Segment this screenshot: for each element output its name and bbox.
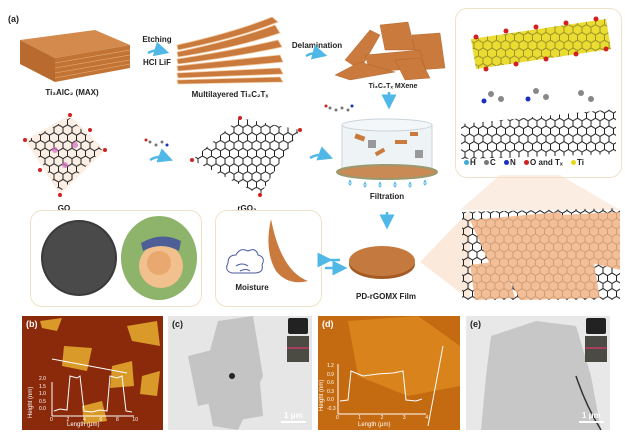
go-label: GO	[57, 204, 71, 213]
legend-dot-o	[524, 160, 530, 166]
panel-d-ylabel: Height (nm)	[319, 379, 325, 411]
xtick: 1	[358, 415, 362, 421]
panel-e-tem-image: (e) 1 μm	[466, 316, 610, 430]
moisture-label: Moisture	[235, 283, 269, 292]
legend-h: H	[470, 158, 476, 167]
mxene-label: Ti₃C₂Tₓ MXene	[368, 83, 418, 90]
panel-d-xlabel: Length (μm)	[358, 422, 391, 428]
panel-c-tem-image: (c) 1 μm	[168, 316, 312, 430]
ytick: 0.5	[39, 398, 46, 405]
etching-label: Etching	[142, 35, 172, 44]
ytick: 1.0	[39, 391, 46, 397]
ytick: 0.0	[39, 406, 46, 412]
ytick: 0.0	[327, 397, 334, 403]
panel-b-xticks: 0 2 4 6 8 10	[50, 417, 138, 423]
panel-d-afm-image: (d) Height (nm) -0.3 0.0 0.3 0.6 0.9 1.2 0 1 2 3…	[318, 316, 460, 430]
legend-dot-c	[484, 160, 490, 166]
xtick: 0	[50, 417, 53, 423]
panel-b-xlabel: Length (μm)	[67, 422, 100, 428]
rgo-label: rGO₃	[237, 204, 257, 213]
ytick: 0.3	[327, 388, 334, 395]
max-label: Ti₃AlC₂ (MAX)	[45, 88, 99, 97]
legend-dot-h	[464, 160, 469, 166]
atom-legend: H C N O and Tₓ Ti	[458, 158, 584, 167]
legend-dot-ti	[571, 160, 576, 166]
ytick: 2.0	[39, 376, 46, 382]
legend-ti: Ti	[577, 158, 584, 167]
panel-c-scale-bar: 1 μm	[284, 411, 303, 420]
legend-n: N	[510, 158, 516, 167]
legend-o-tx: O and Tₓ	[530, 158, 563, 167]
multilayer-label: Multilayered Ti₃C₂Tₓ	[191, 90, 269, 99]
film-label: PD-rGOMX Film	[355, 292, 417, 301]
xtick: 2	[380, 415, 384, 421]
panel-b-ylabel: Height (nm)	[28, 386, 34, 418]
ytick: 1.2	[327, 363, 334, 369]
panel-c-tag: (c)	[172, 319, 183, 329]
xtick: 8	[115, 417, 119, 423]
panel-d-tag: (d)	[322, 319, 334, 329]
panel-d-xticks: 0 1 2 3 4	[336, 415, 428, 421]
legend-dot-n	[504, 160, 510, 166]
xtick: 2	[66, 417, 70, 423]
panel-b-tag: (b)	[26, 319, 38, 329]
ytick: 0.6	[327, 380, 334, 386]
xtick: 6	[99, 417, 103, 423]
legend-c: C	[490, 158, 496, 167]
etchant-label: HCl LiF	[143, 58, 171, 67]
xtick: 4	[425, 415, 428, 421]
ytick: -0.3	[327, 405, 336, 412]
panel-a-tag: (a)	[8, 14, 19, 24]
ytick: 1.5	[39, 383, 46, 390]
panel-d-yticks: -0.3 0.0 0.3 0.6 0.9 1.2	[327, 362, 336, 413]
filtration-label: Filtration	[369, 192, 405, 201]
panel-e-tag: (e)	[470, 319, 481, 329]
panel-e-scale-bar: 1 μm	[582, 411, 601, 420]
xtick: 4	[82, 417, 86, 423]
film-photos-panel	[30, 210, 202, 307]
xtick: 0	[336, 415, 339, 421]
xtick: 3	[402, 415, 406, 421]
xtick: 10	[132, 417, 138, 423]
molecular-structure-panel	[455, 8, 622, 178]
ytick: 0.9	[327, 371, 334, 378]
